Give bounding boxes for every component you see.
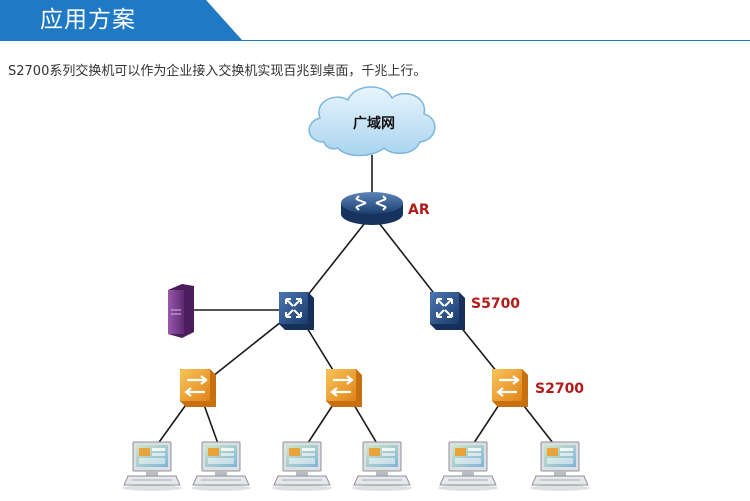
workstation-1-icon xyxy=(121,441,183,492)
workstation-3-icon xyxy=(271,441,333,492)
server-icon xyxy=(168,284,194,338)
access-switch-2-icon xyxy=(324,367,364,409)
workstation-4-icon xyxy=(351,441,413,492)
access-switch-1-icon xyxy=(178,367,218,409)
workstation-2-icon xyxy=(190,441,252,492)
core-switch-label: S5700 xyxy=(471,296,520,312)
workstation-5-icon xyxy=(437,441,499,492)
wan-cloud-icon xyxy=(308,86,436,157)
core-switch-left-icon xyxy=(278,291,315,331)
section-header: 应用方案 xyxy=(0,0,750,41)
access-switch-label: S2700 xyxy=(535,381,584,397)
core-switch-right-icon xyxy=(429,291,466,331)
router-icon xyxy=(341,192,403,225)
cloud-label: 广域网 xyxy=(353,115,395,132)
intro-text: S2700系列交换机可以作为企业接入交换机实现百兆到桌面，千兆上行。 xyxy=(8,64,427,79)
header-tab xyxy=(0,0,242,40)
workstation-6-icon xyxy=(529,441,591,492)
router-label: AR xyxy=(408,202,430,218)
page-title: 应用方案 xyxy=(40,7,136,33)
access-switch-3-icon xyxy=(490,367,530,409)
